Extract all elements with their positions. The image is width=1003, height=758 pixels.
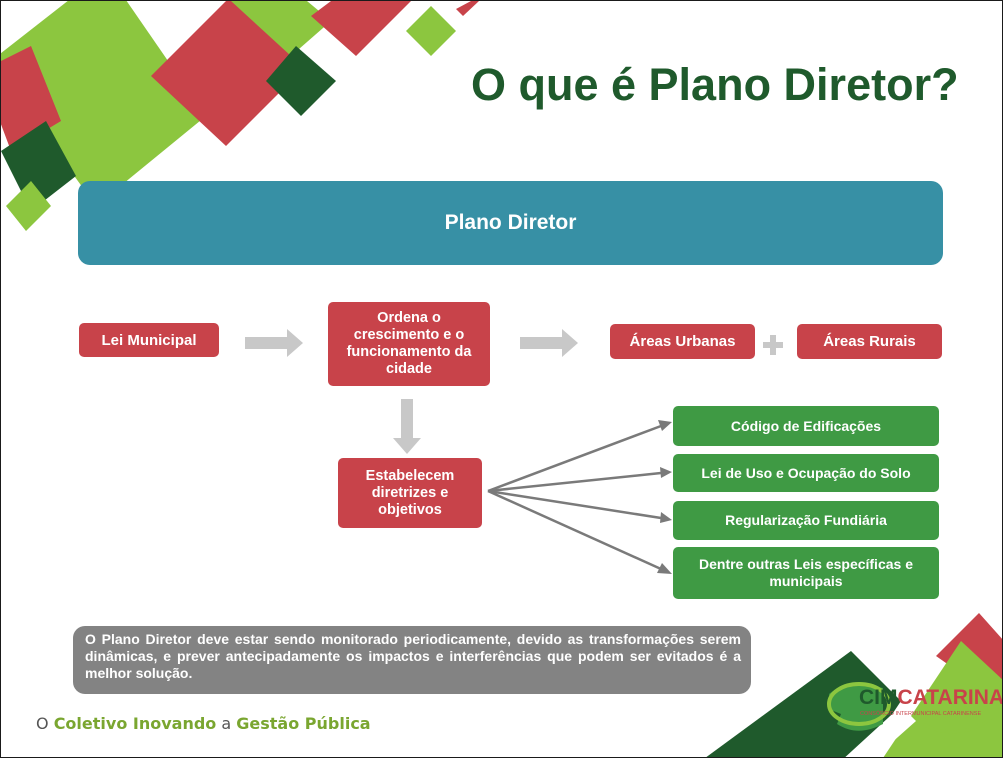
logo-subtitle: CONSÓRCIO INTERMUNICIPAL CATARINENSE [860,711,982,717]
tagline-gestao: Gestão Pública [236,714,371,733]
arrowhead-codigo [658,420,672,431]
red-diamond-top-right [311,1,411,56]
connector-lei-uso [487,471,662,493]
lime-diamond-top [231,1,331,56]
white-gap-swoosh [845,706,916,757]
logo-catarina: CATARINA [897,686,1003,709]
dark-green-diamond-left [1,121,76,211]
red-sliver-top [456,1,479,16]
lei-uso-ocupacao-box: Lei de Uso e Ocupação do Solo [673,454,939,492]
lime-diamond-large [1,1,206,206]
regularizacao-fundiaria-box: Regularização Fundiária [673,501,939,540]
note-box: O Plano Diretor deve estar sendo monitor… [73,626,751,694]
header-label: Plano Diretor [444,211,577,234]
lime-diamond-small-left [6,181,51,231]
plano-diretor-header: Plano Diretor [78,181,943,265]
dentre-outras-leis-box: Dentre outras Leis específicas e municip… [673,547,939,599]
connector-dentre [487,489,662,571]
arrowhead-regularizacao [660,512,672,523]
tagline-word-a: a [216,714,237,733]
lei-municipal-box: Lei Municipal [79,323,219,357]
tagline-word-o: O [36,714,54,733]
cimcatarina-logo: CIMCATARINA CONSÓRCIO INTERMUNICIPAL CAT… [823,674,1002,744]
plus-icon [763,335,783,355]
dark-green-swoosh-bottom-right [706,651,901,757]
areas-rurais-box: Áreas Rurais [797,324,942,359]
connector-codigo [487,424,662,493]
logo-cim: CIM [859,686,898,709]
tagline: O Coletivo Inovando a Gestão Pública [36,714,371,733]
arrow-ordena-to-estabelecem [393,399,421,454]
arrowhead-lei-uso [660,467,672,478]
arrow-ordena-to-areas [520,329,578,357]
ordena-box: Ordena o crescimento e o funcionamento d… [328,302,490,386]
connector-regularizacao [487,489,662,520]
areas-urbanas-box: Áreas Urbanas [610,324,755,359]
tagline-coletivo: Coletivo Inovando [53,714,217,733]
page-title: O que é Plano Diretor? [471,59,959,110]
arrowhead-dentre [657,563,672,574]
logo-map-icon [827,682,992,734]
logo-wordmark: CIMCATARINA [859,686,1003,710]
estabelecem-box: Estabelecem diretrizes e objetivos [338,458,482,528]
arrow-lei-to-ordena [245,329,303,357]
lime-diamond-small-top [406,6,456,56]
dark-green-diamond-top [266,46,336,116]
codigo-edificacoes-box: Código de Edificações [673,406,939,446]
